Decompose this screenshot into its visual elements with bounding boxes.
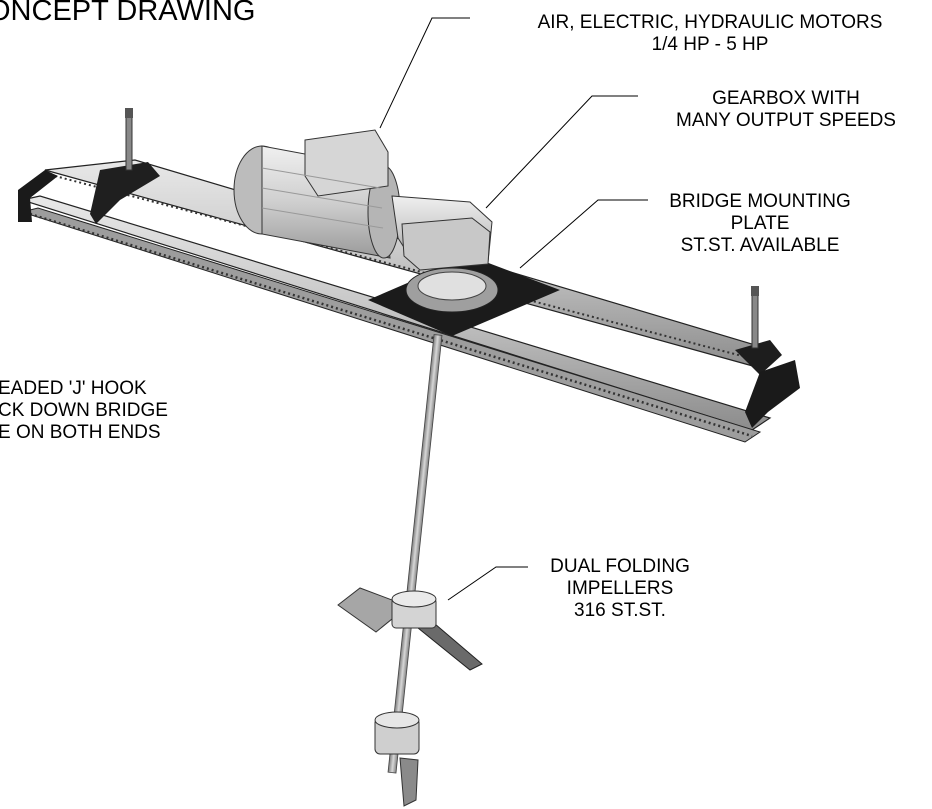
gearbox-callout: GEARBOX WITH MANY OUTPUT SPEEDS: [676, 88, 896, 131]
plate-callout: BRIDGE MOUNTING PLATE ST.ST. AVAILABLE: [669, 191, 851, 256]
j-hook-callout: EADED 'J' HOOK CK DOWN BRIDGE E ON BOTH …: [0, 378, 168, 443]
mixer-shaft: [387, 334, 443, 774]
gearbox: [391, 195, 499, 313]
motor: [233, 129, 401, 259]
right-end-clamp: [735, 286, 800, 428]
motors-callout: AIR, ELECTRIC, HYDRAULIC MOTORS 1/4 HP -…: [537, 12, 883, 55]
left-end-clamp: [18, 108, 160, 224]
leader-lines: [379, 17, 648, 601]
drawing-title: ONCEPT DRAWING: [0, 0, 256, 27]
upper-impeller: [337, 587, 483, 671]
impellers-callout: DUAL FOLDING IMPELLERS 316 ST.ST.: [550, 556, 690, 621]
front-rail: [19, 195, 772, 443]
lower-impeller: [374, 711, 420, 807]
